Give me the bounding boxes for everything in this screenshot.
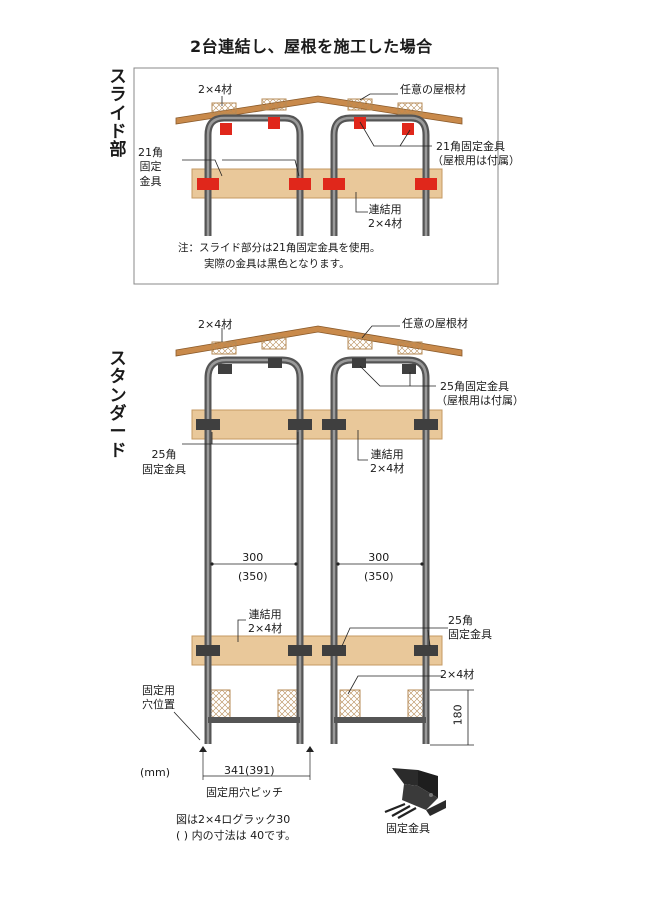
standard-label-bracket25-lower: 25角 固定金具 <box>448 614 492 642</box>
standard-roof-block <box>397 341 423 355</box>
standard-bracket <box>268 358 282 368</box>
slide-label-bracket21-left: 21角 固定 金具 <box>138 146 163 188</box>
standard-label-2x4-top: 2×4材 <box>198 318 233 331</box>
standard-diagram <box>173 325 474 780</box>
slide-section-label: スライド部 <box>109 67 127 161</box>
standard-bracket <box>288 645 312 656</box>
standard-section-label: スタンダード <box>109 349 127 461</box>
footnote: 図は2×4ログラック30 ( ) 内の寸法は 40です。 <box>176 813 296 842</box>
slide-section-box <box>133 67 499 285</box>
dim-label-left: 300 (350) <box>238 551 268 584</box>
slide-roof-block <box>347 98 373 111</box>
slide-label-roof: 任意の屋根材 <box>400 83 466 96</box>
standard-bracket <box>196 419 220 430</box>
standard-bracket <box>414 419 438 430</box>
slide-diagram <box>175 93 463 236</box>
page-title: 2台連結し、屋根を施工した場合 <box>190 37 433 56</box>
standard-label-roof: 任意の屋根材 <box>402 317 468 330</box>
part-caption: 固定金具 <box>386 822 430 835</box>
slide-bracket <box>289 178 311 190</box>
standard-bracket <box>414 645 438 656</box>
slide-bracket <box>323 178 345 190</box>
slide-bracket <box>220 123 232 135</box>
standard-roof-block <box>211 341 237 355</box>
pitch-value-label: 341(391) <box>224 764 275 777</box>
slide-roof-block <box>211 102 237 115</box>
slide-bracket <box>415 178 437 190</box>
standard-bracket <box>402 364 416 374</box>
slide-roof-block <box>397 102 423 115</box>
standard-label-connect-upper: 連結用 2×4材 <box>370 448 405 476</box>
standard-upper-beam <box>191 409 443 440</box>
height-180-label: 180 <box>451 704 465 726</box>
standard-bracket <box>218 364 232 374</box>
bracket-part-illustration <box>384 768 446 819</box>
standard-roof <box>175 325 463 357</box>
standard-label-2x4-bottom: 2×4材 <box>440 668 475 681</box>
slide-label-bracket21-right: 21角固定金具 （屋根用は付属） <box>432 140 520 168</box>
pitch-caption: 固定用穴ピッチ <box>206 786 283 799</box>
slide-bracket <box>197 178 219 190</box>
dim-label-right: 300 (350) <box>364 551 394 584</box>
hole-position-label: 固定用 穴位置 <box>142 684 175 712</box>
slide-bracket <box>402 123 414 135</box>
standard-label-connect-lower: 連結用 2×4材 <box>248 608 283 636</box>
standard-label-bracket25-left: 25角 固定金具 <box>142 448 186 476</box>
standard-bracket <box>322 645 346 656</box>
standard-label-bracket25-top: 25角固定金具 （屋根用は付属） <box>436 380 524 408</box>
slide-roof-block <box>261 98 287 111</box>
unit-label: (mm) <box>140 766 171 779</box>
standard-roof-block <box>347 336 373 350</box>
standard-roof-block <box>261 336 287 350</box>
slide-label-2x4: 2×4材 <box>198 83 233 96</box>
slide-bracket <box>268 117 280 129</box>
standard-bracket <box>288 419 312 430</box>
slide-bracket <box>354 117 366 129</box>
slide-connect-beam <box>191 168 443 199</box>
standard-lower-beam <box>191 635 443 666</box>
standard-bracket <box>352 358 366 368</box>
slide-label-connect: 連結用 2×4材 <box>368 203 403 231</box>
standard-bracket <box>196 645 220 656</box>
standard-bracket <box>322 419 346 430</box>
slide-notes: 注：スライド部分は21角固定金具を使用。 実際の金具は黒色となります。 <box>178 242 381 271</box>
